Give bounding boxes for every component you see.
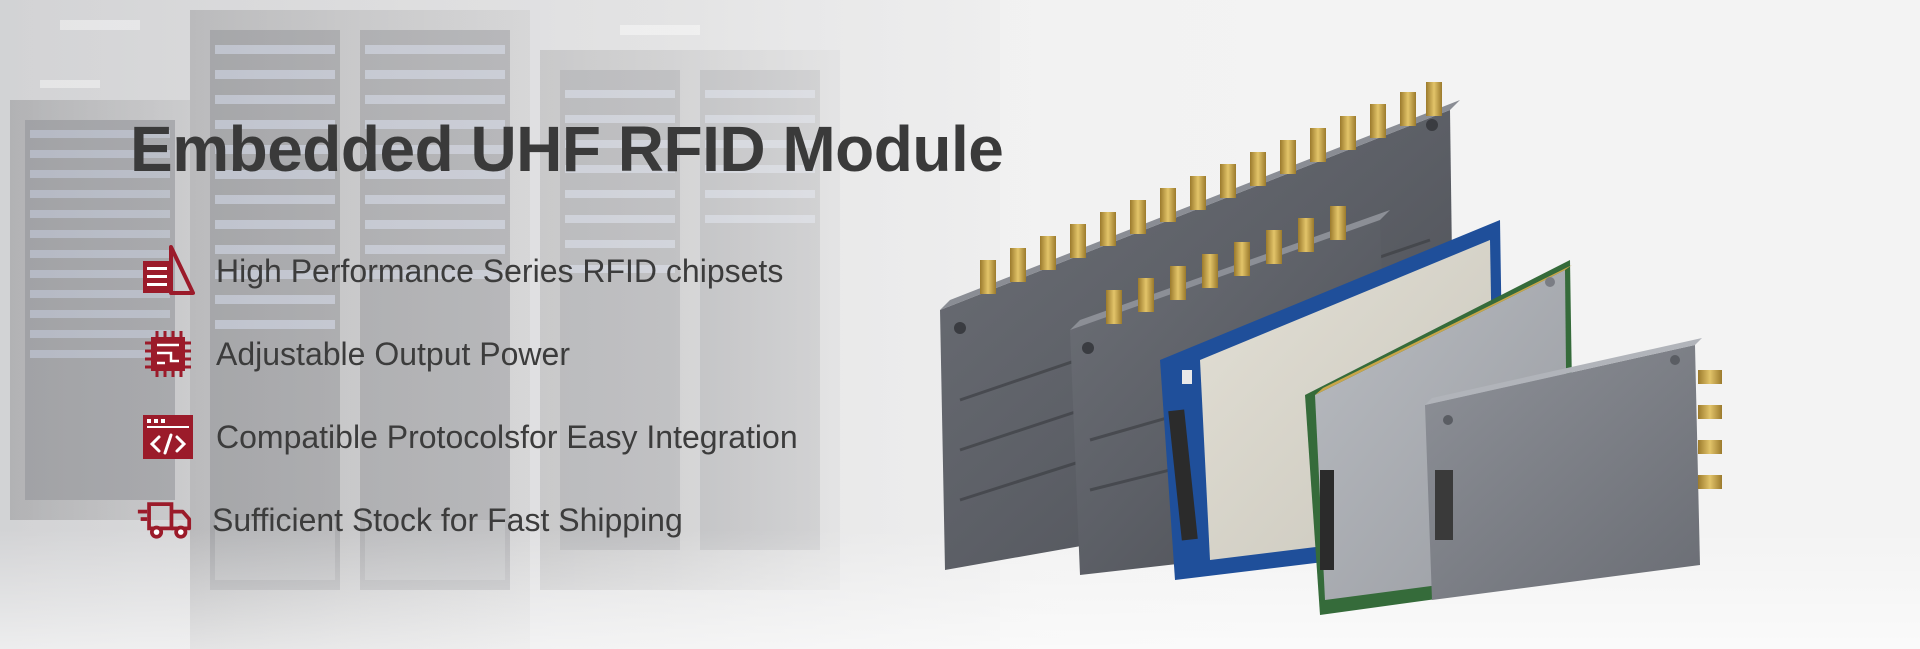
feature-text: Sufficient Stock for Fast Shipping — [212, 501, 683, 538]
processor-icon — [140, 327, 196, 381]
rfid-modules-image — [940, 82, 1722, 615]
feature-text: Adjustable Output Power — [216, 335, 570, 372]
feature-item-output-power: Adjustable Output Power — [140, 327, 798, 381]
feature-text: High Performance Series RFID chipsets — [216, 252, 784, 289]
page-title: Embedded UHF RFID Module — [130, 113, 1004, 185]
delivery-truck-icon — [136, 493, 192, 547]
feature-item-chipsets: High Performance Series RFID chipsets — [140, 244, 798, 298]
code-window-icon — [140, 410, 196, 464]
chip-stack-icon — [140, 244, 196, 298]
feature-item-stock: Sufficient Stock for Fast Shipping — [136, 493, 798, 547]
feature-item-protocols: Compatible Protocolsfor Easy Integration — [140, 410, 798, 464]
feature-list: High Performance Series RFID chipsets Ad… — [137, 244, 798, 576]
feature-text: Compatible Protocolsfor Easy Integration — [216, 418, 798, 455]
